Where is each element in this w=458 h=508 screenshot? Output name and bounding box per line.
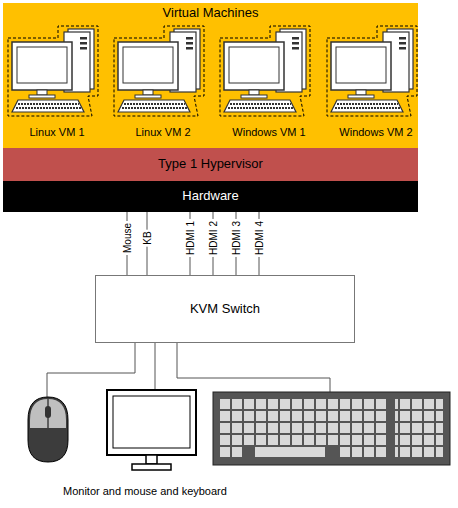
hypervisor-band: Type 1 Hypervisor	[3, 148, 418, 181]
caption-label: Monitor and mouse and keyboard	[63, 485, 227, 497]
node-text: Linux VM 2	[135, 126, 190, 139]
keyboard-icon	[213, 392, 450, 465]
monitor-cable	[155, 343, 156, 390]
monitor-icon	[107, 390, 196, 470]
node-text: Hardware	[182, 189, 238, 204]
node-text: Windows VM 2	[339, 126, 412, 139]
hardware-band: Hardware	[3, 181, 418, 212]
kvm-switch-box: KVM Switch	[95, 275, 355, 343]
vm-label-box: Windows VM 1	[224, 123, 314, 141]
signal-label: HDMI 2	[208, 219, 219, 257]
signal-label: KB	[142, 229, 153, 246]
node-text: Virtual Machines	[163, 6, 259, 21]
signal-label: HDMI 3	[231, 219, 242, 257]
node-text: Windows VM 1	[232, 126, 305, 139]
signal-label: Mouse	[122, 220, 133, 254]
vm-label-box: Linux VM 1	[12, 123, 102, 141]
signal-label: HDMI 4	[254, 219, 265, 257]
node-text: Linux VM 1	[29, 126, 84, 139]
vm-label-box: Windows VM 2	[331, 123, 421, 141]
vm-band: Virtual MachinesLinux VM 1 Linux VM 2 Wind…	[3, 3, 418, 148]
keyboard-cable	[177, 343, 330, 392]
mouse-icon	[28, 397, 68, 462]
vm-label-box: Linux VM 2	[118, 123, 208, 141]
mouse-cable	[47, 343, 135, 397]
node-text: KVM Switch	[190, 302, 260, 317]
signal-label: HDMI 1	[185, 219, 196, 257]
node-text: Type 1 Hypervisor	[158, 157, 263, 172]
